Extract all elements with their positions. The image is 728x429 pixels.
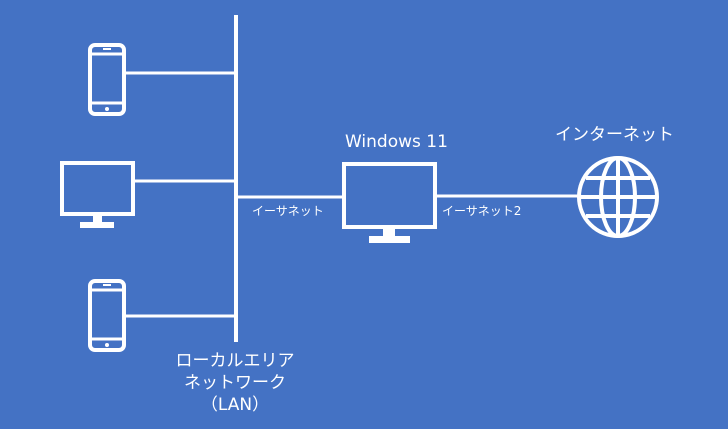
pc-label: Windows 11	[345, 132, 448, 152]
lan-label: ローカルエリア ネットワーク （LAN）	[160, 350, 310, 416]
smartphone-icon	[88, 279, 126, 352]
lan-label-line1: ローカルエリア	[175, 351, 295, 371]
monitor-icon	[60, 161, 135, 228]
smartphone-icon	[88, 43, 126, 116]
lan-label-line3: （LAN）	[200, 395, 270, 415]
internet-label: インターネット	[555, 125, 674, 145]
globe-icon	[577, 156, 659, 238]
lan-label-line2: ネットワーク	[184, 373, 286, 393]
monitor-icon	[342, 162, 437, 243]
ethernet2-label: イーサネット2	[442, 204, 522, 218]
ethernet-label: イーサネット	[252, 204, 324, 218]
